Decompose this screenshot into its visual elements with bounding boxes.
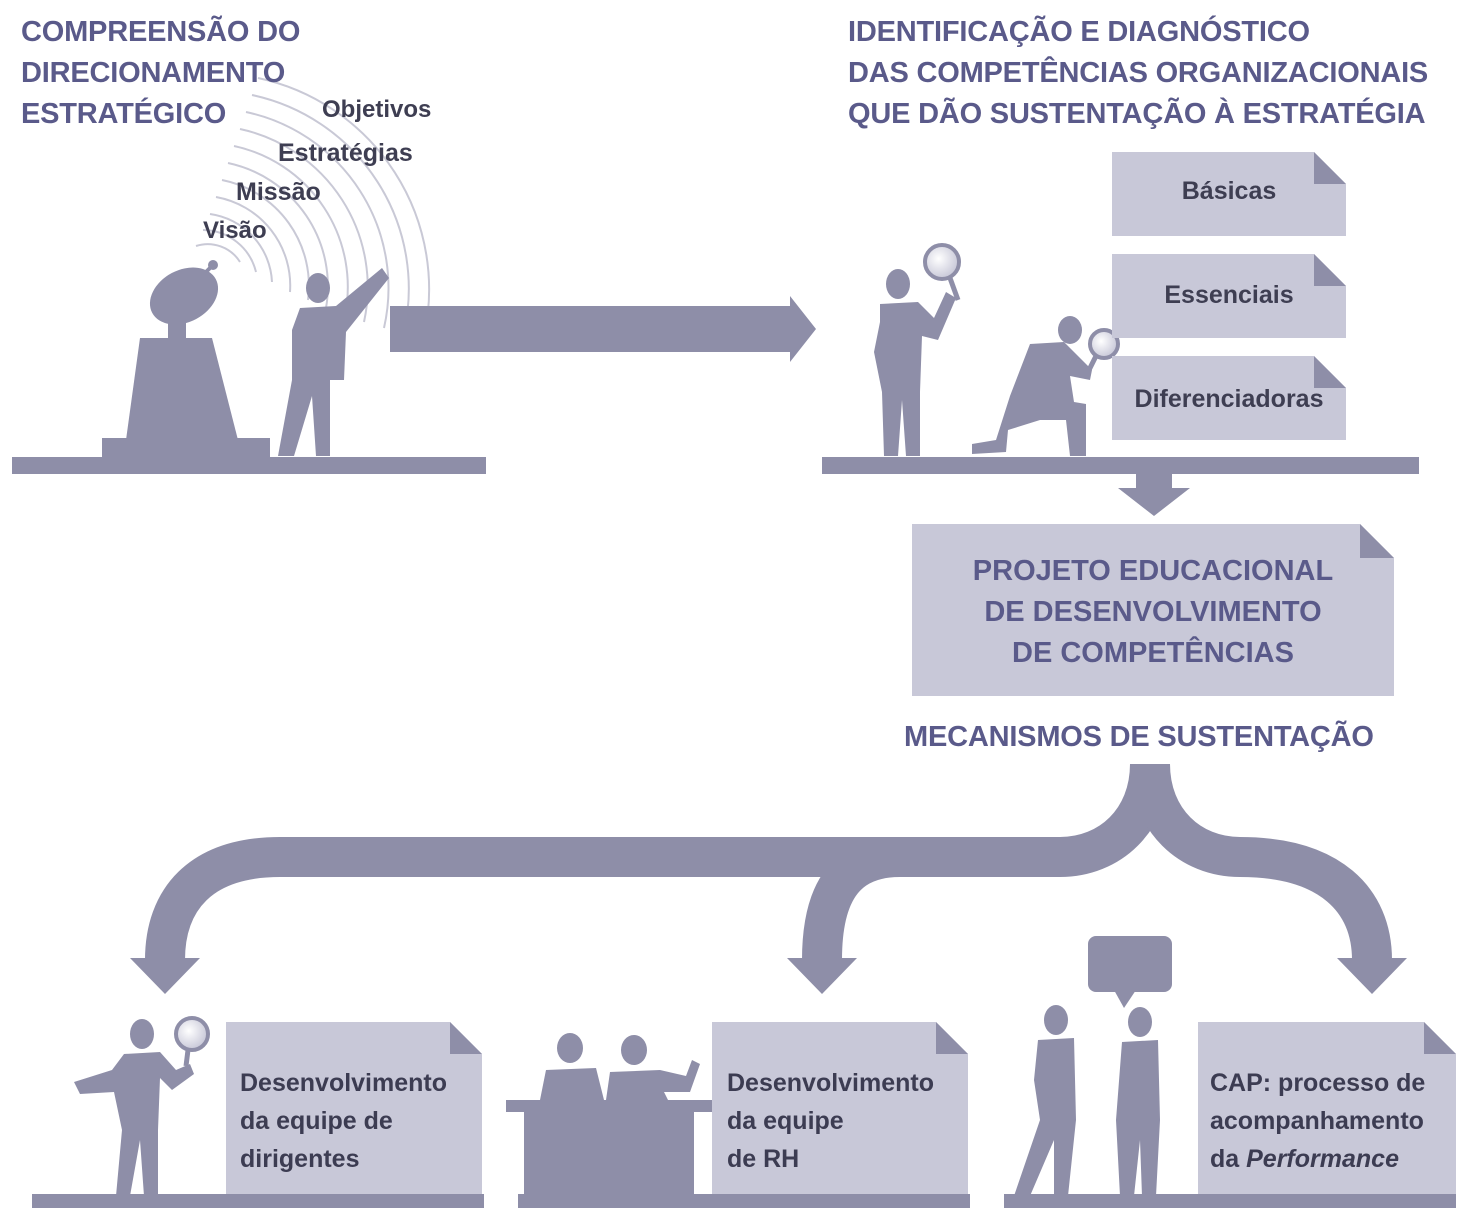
strategy-heading-line: DIRECIONAMENTO (21, 57, 286, 89)
diagnosis-heading: IDENTIFICAÇÃO E DIAGNÓSTICO DAS COMPETÊN… (848, 12, 1428, 135)
signal-waves (195, 77, 431, 337)
mechanism-line: de RH (727, 1145, 800, 1173)
flow-arrow-down (1118, 474, 1190, 516)
project-title: PROJETO EDUCACIONAL DE DESENVOLVIMENTO D… (912, 551, 1394, 674)
project-title-line: PROJETO EDUCACIONAL (972, 555, 1334, 587)
ground-line-strategy (12, 457, 486, 474)
talking-people-icon (1014, 1005, 1160, 1196)
mechanism-dirigentes-text: Desenvolvimento da equipe de dirigentes (240, 1064, 447, 1178)
card-essenciais (1112, 254, 1346, 338)
competency-essenciais: Essenciais (1164, 281, 1294, 309)
flow-arrow-right (390, 296, 816, 362)
speech-bubble-icon (1088, 936, 1172, 1008)
competency-diferenciadoras: Diferenciadoras (1134, 385, 1324, 413)
project-title-line: DE COMPETÊNCIAS (1012, 637, 1294, 669)
card-cap (1198, 1022, 1456, 1196)
mechanism-line-italic: Performance (1246, 1145, 1399, 1173)
card-dirigentes (226, 1022, 482, 1196)
seated-meeting-icon (506, 1033, 718, 1196)
project-title-line: DE DESENVOLVIMENTO (984, 596, 1322, 628)
mechanism-line: CAP: processo de (1210, 1069, 1426, 1097)
mechanism-line: Desenvolvimento (240, 1069, 448, 1097)
mechanisms-heading: MECANISMOS DE SUSTENTAÇÃO (904, 721, 1374, 753)
card-equipe-rh (712, 1022, 968, 1196)
diagnosis-heading-line: QUE DÃO SUSTENTAÇÃO À ESTRATÉGIA (848, 98, 1426, 130)
person-with-magnifier-icon (874, 243, 961, 456)
pointing-person-icon (278, 268, 389, 456)
mechanism-cap-text: CAP: processo de acompanhamento da Perfo… (1210, 1064, 1425, 1178)
mechanism-line: da equipe de (240, 1107, 393, 1135)
mechanism-line: Desenvolvimento (727, 1069, 935, 1097)
diagnosis-heading-line: IDENTIFICAÇÃO E DIAGNÓSTICO (848, 16, 1310, 48)
strategy-heading-line: COMPREENSÃO DO (21, 16, 301, 48)
branch-arrowheads (130, 958, 1407, 994)
competency-basicas: Básicas (1181, 177, 1277, 205)
mechanism-line: da Performance (1210, 1140, 1425, 1178)
mechanism-line: acompanhamento (1210, 1107, 1424, 1135)
wave-label-estrategias: Estratégias (278, 139, 413, 167)
wave-label-missao: Missão (236, 178, 321, 206)
person-with-magnifier-icon (74, 1016, 210, 1196)
kneeling-person-with-magnifier-icon (972, 316, 1120, 456)
satellite-dish-icon (102, 260, 270, 460)
mechanism-line: dirigentes (240, 1145, 360, 1173)
mechanism-line: da equipe (727, 1107, 844, 1135)
wave-label-visao: Visão (203, 217, 267, 244)
mechanism-rh-text: Desenvolvimento da equipe de RH (727, 1064, 934, 1178)
wave-label-objetivos: Objetivos (322, 96, 432, 123)
ground-line-1 (32, 1194, 484, 1208)
ground-line-diagnosis (822, 457, 1419, 474)
card-basicas (1112, 152, 1346, 236)
mechanism-line-prefix: da (1210, 1145, 1247, 1173)
branch-brace (145, 763, 1392, 961)
strategy-heading: COMPREENSÃO DO DIRECIONAMENTO ESTRATÉGIC… (21, 12, 300, 135)
diagnosis-heading-line: DAS COMPETÊNCIAS ORGANIZACIONAIS (848, 57, 1429, 89)
card-diferenciadoras (1112, 356, 1346, 440)
ground-line-3 (1004, 1194, 1456, 1208)
strategy-heading-line: ESTRATÉGICO (21, 98, 227, 130)
ground-line-2 (518, 1194, 970, 1208)
card-projeto-educacional (912, 524, 1394, 696)
